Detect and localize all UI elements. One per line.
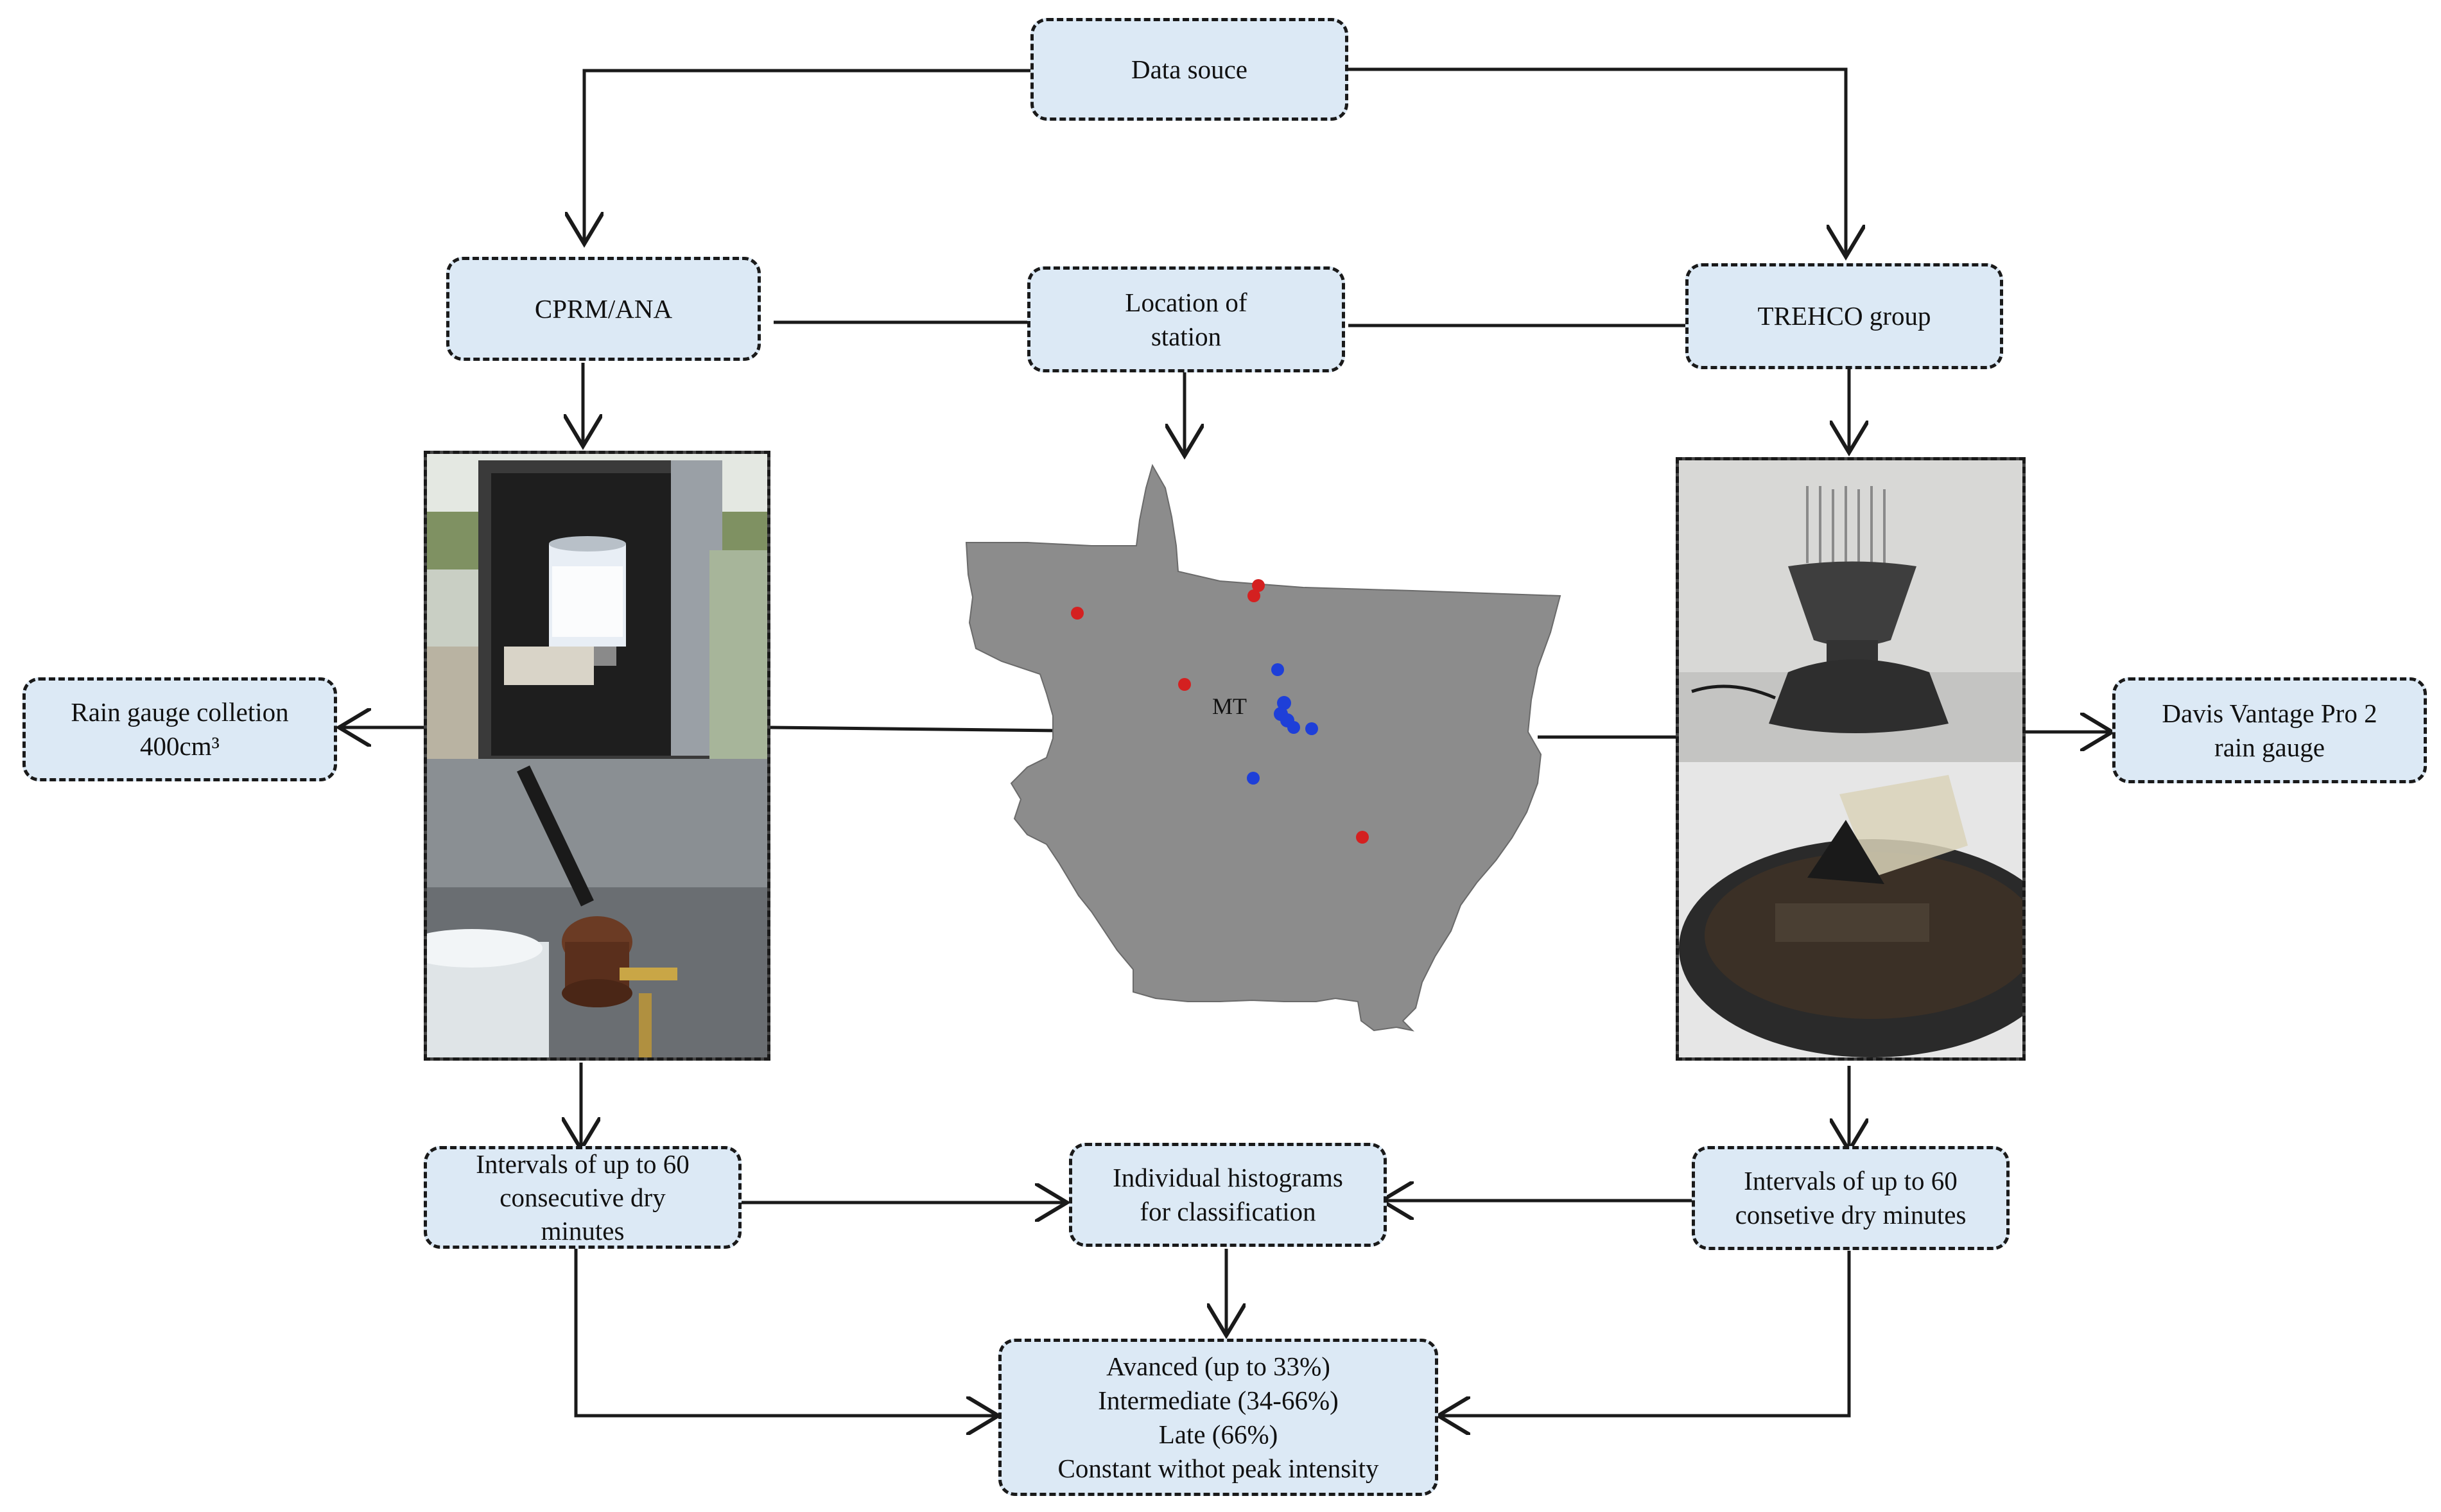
intervals-left-node: Intervals of up to 60 consecutive dry mi… (424, 1146, 742, 1249)
blue-station-marker (1305, 722, 1318, 735)
classification-classes-node: Avanced (up to 33%) Intermediate (34-66%… (998, 1339, 1438, 1496)
data-source-node: Data souce (1030, 18, 1348, 121)
blue-station-marker (1287, 721, 1300, 734)
classes-line4: Constant withot peak intensity (1057, 1453, 1379, 1483)
intervals-right-line2: consetive dry minutes (1735, 1200, 1967, 1230)
data-source-label: Data souce (1131, 54, 1247, 84)
intervals-right-line1: Intervals of up to 60 (1744, 1166, 1958, 1195)
histograms-line2: for classification (1140, 1197, 1316, 1226)
rain-gauge-label-line1: Rain gauge colletion (71, 697, 289, 727)
state-shape (965, 464, 1561, 1032)
arrow-intervals-right-to-classes (1438, 1251, 1851, 1416)
red-station-marker (1071, 607, 1084, 620)
red-station-marker (1356, 831, 1369, 844)
intervals-left-line3: minutes (541, 1216, 625, 1246)
cprm-rain-gauge-photo (424, 451, 770, 1061)
trehco-label: TREHCO group (1757, 301, 1931, 331)
trehco-group-node: TREHCO group (1685, 263, 2003, 369)
cprm-ana-label: CPRM/ANA (534, 293, 673, 324)
blue-station-marker (1247, 772, 1260, 785)
classes-line3: Late (66%) (1158, 1419, 1278, 1449)
arrow-source-to-trehco (1348, 67, 1846, 257)
connectors (339, 67, 2112, 1416)
blue-station-marker (1277, 696, 1291, 710)
rain-gauge-collection-node: Rain gauge colletion 400cm³ (22, 677, 337, 781)
intervals-left-line1: Intervals of up to 60 (476, 1149, 690, 1179)
location-label-line1: Location of (1125, 287, 1247, 317)
red-station-marker (1178, 678, 1191, 691)
classes-line1: Avanced (up to 33%) (1106, 1351, 1330, 1381)
line-photo-left-to-map (769, 726, 1060, 733)
blue-station-marker (1271, 663, 1284, 676)
station-markers (1071, 579, 1369, 844)
location-label-line2: station (1151, 321, 1222, 351)
davis-label-line2: rain gauge (2214, 732, 2325, 762)
red-station-marker (1247, 589, 1260, 602)
davis-label-line1: Davis Vantage Pro 2 (2162, 698, 2377, 728)
red-station-marker (1252, 579, 1265, 592)
intervals-left-line2: consecutive dry (499, 1183, 666, 1212)
map-label-mt: MT (1212, 693, 1247, 719)
arrow-intervals-left-to-classes (574, 1249, 998, 1416)
classes-line2: Intermediate (34-66%) (1098, 1385, 1339, 1415)
individual-histograms-node: Individual histograms for classification (1069, 1143, 1387, 1247)
histograms-line1: Individual histograms (1113, 1163, 1343, 1192)
mato-grosso-map: MT (965, 464, 1561, 1032)
intervals-right-node: Intervals of up to 60 consetive dry minu… (1692, 1146, 2010, 1250)
davis-vantage-node: Davis Vantage Pro 2 rain gauge (2112, 677, 2427, 783)
davis-rain-gauge-photo (1676, 457, 2026, 1061)
arrow-source-to-cprm (584, 69, 1034, 244)
rain-gauge-label-line2: 400cm³ (140, 731, 220, 761)
cprm-ana-node: CPRM/ANA (446, 257, 761, 361)
location-of-station-node: Location of station (1027, 266, 1345, 372)
